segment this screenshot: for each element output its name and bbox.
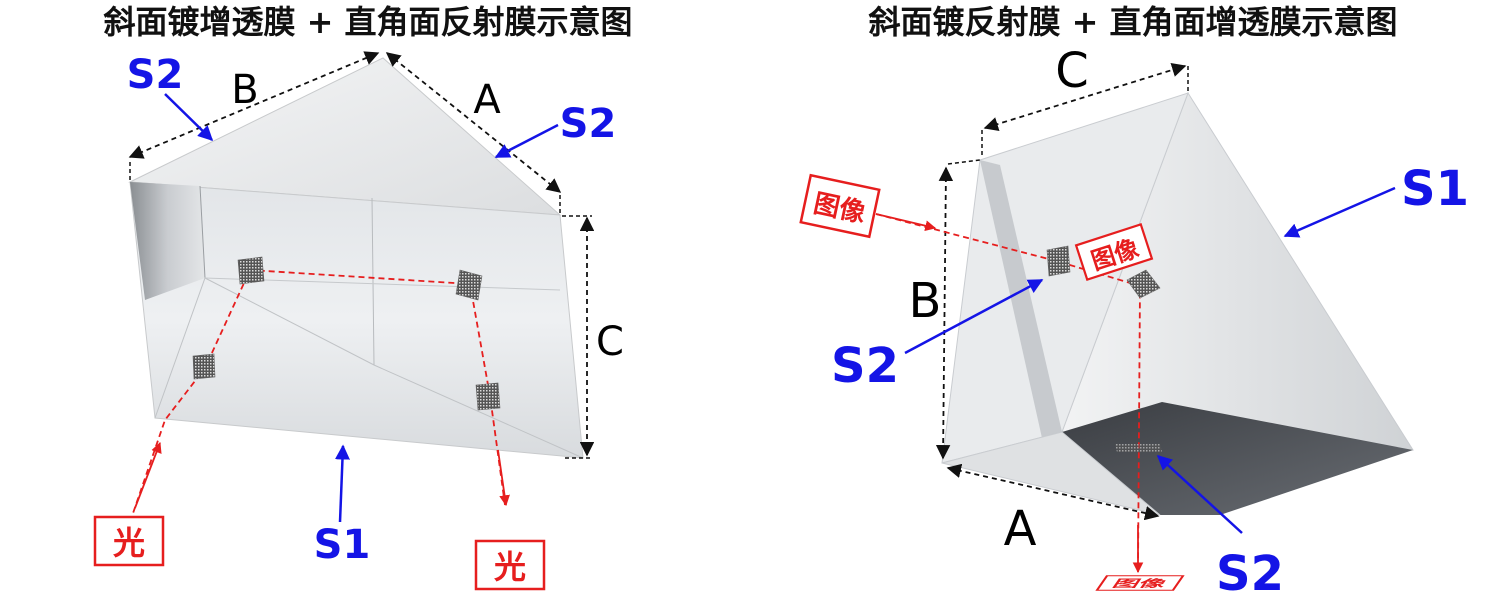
right-dim-b: B: [909, 273, 942, 329]
right-target-patches: [1046, 245, 1162, 452]
right-image-in-box: 图像: [799, 173, 881, 239]
left-dim-c: C: [596, 319, 624, 365]
right-dimension-lines: [935, 62, 1189, 521]
right-s2-label-left: S2: [831, 338, 899, 394]
left-title: 斜面镀增透膜 + 直角面反射膜示意图: [103, 3, 632, 41]
right-s1-label: S1: [1401, 161, 1469, 217]
left-light-out-label: 光: [494, 548, 526, 586]
left-dimension-lines: [128, 51, 595, 459]
right-title: 斜面镀反射膜 + 直角面增透膜示意图: [868, 3, 1397, 41]
right-s1-arrow: [1283, 186, 1396, 238]
left-s1-arrow: [334, 444, 350, 523]
right-dim-c: C: [1055, 43, 1089, 99]
right-prism: [941, 91, 1414, 516]
left-dim-b: B: [231, 67, 258, 113]
left-prism: [128, 57, 584, 459]
left-s2-label-2: S2: [560, 101, 617, 147]
left-light-in-label: 光: [113, 524, 145, 562]
left-light-in-box: 光: [93, 515, 165, 567]
right-dim-a: A: [1004, 501, 1037, 557]
left-s2-arrow-2: [494, 123, 559, 159]
right-s2-arrow-bottom: [1156, 454, 1243, 534]
left-light-out-box: 光: [474, 539, 546, 591]
left-s2-label-1: S2: [127, 52, 184, 98]
left-target-patches: [192, 256, 501, 411]
right-image-out-box: 图像: [1095, 575, 1185, 591]
right-s2-label-bottom: S2: [1216, 546, 1284, 600]
right-image-out-label: 图像: [1109, 577, 1170, 589]
right-s2-arrow-left: [904, 278, 1044, 355]
left-s1-label: S1: [314, 522, 371, 568]
left-s2-arrow-1: [164, 93, 214, 142]
left-dim-a: A: [473, 77, 501, 123]
